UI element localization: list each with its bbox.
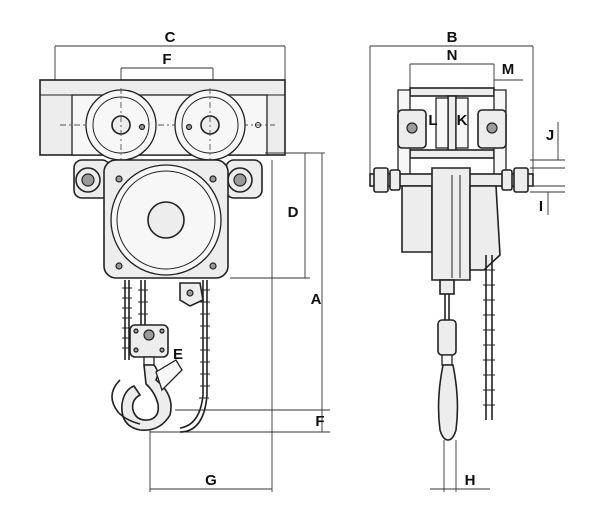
dimension-d: D: [230, 152, 310, 279]
load-hook: [111, 359, 183, 432]
label-f-top: F: [162, 51, 171, 68]
dimension-g: G: [149, 160, 273, 492]
label-d: D: [288, 204, 299, 221]
trolley-wheel-right: [174, 88, 246, 165]
dimension-a: A: [310, 152, 325, 432]
label-g: G: [205, 472, 217, 489]
dimension-c: C: [54, 29, 286, 80]
dimension-h: H: [430, 440, 490, 492]
label-b: B: [447, 29, 458, 46]
label-n: N: [447, 47, 458, 64]
trolley-wheel-left: [85, 88, 157, 165]
label-k: K: [457, 112, 468, 129]
dimension-f-side: F: [150, 409, 330, 433]
label-i: I: [539, 198, 543, 215]
hoist-body-side: [401, 167, 501, 281]
hand-chain-side: [483, 255, 495, 420]
label-m: M: [502, 61, 515, 78]
side-bolts: [73, 159, 263, 199]
label-f-side: F: [315, 413, 324, 430]
dimension-i: I: [530, 185, 565, 215]
dimension-j: J: [530, 122, 565, 169]
hoist-body: [103, 159, 229, 279]
label-a: A: [311, 291, 322, 308]
label-h: H: [465, 472, 476, 489]
hand-chain-left: [122, 280, 132, 360]
side-view: B N M L: [369, 29, 565, 492]
label-e: E: [173, 346, 183, 363]
dimension-n: N: [409, 47, 495, 90]
load-chain-side: [437, 279, 459, 441]
label-j: J: [546, 127, 554, 144]
trolley-frame: [39, 79, 286, 156]
load-chain: [138, 280, 204, 325]
dimension-m: M: [494, 61, 523, 81]
trolley-side-plates: [397, 89, 507, 176]
hook-block: [129, 324, 169, 366]
label-c: C: [165, 29, 176, 46]
front-view: C F: [39, 29, 330, 492]
label-l: L: [428, 112, 437, 129]
dimension-b: B: [369, 29, 534, 180]
